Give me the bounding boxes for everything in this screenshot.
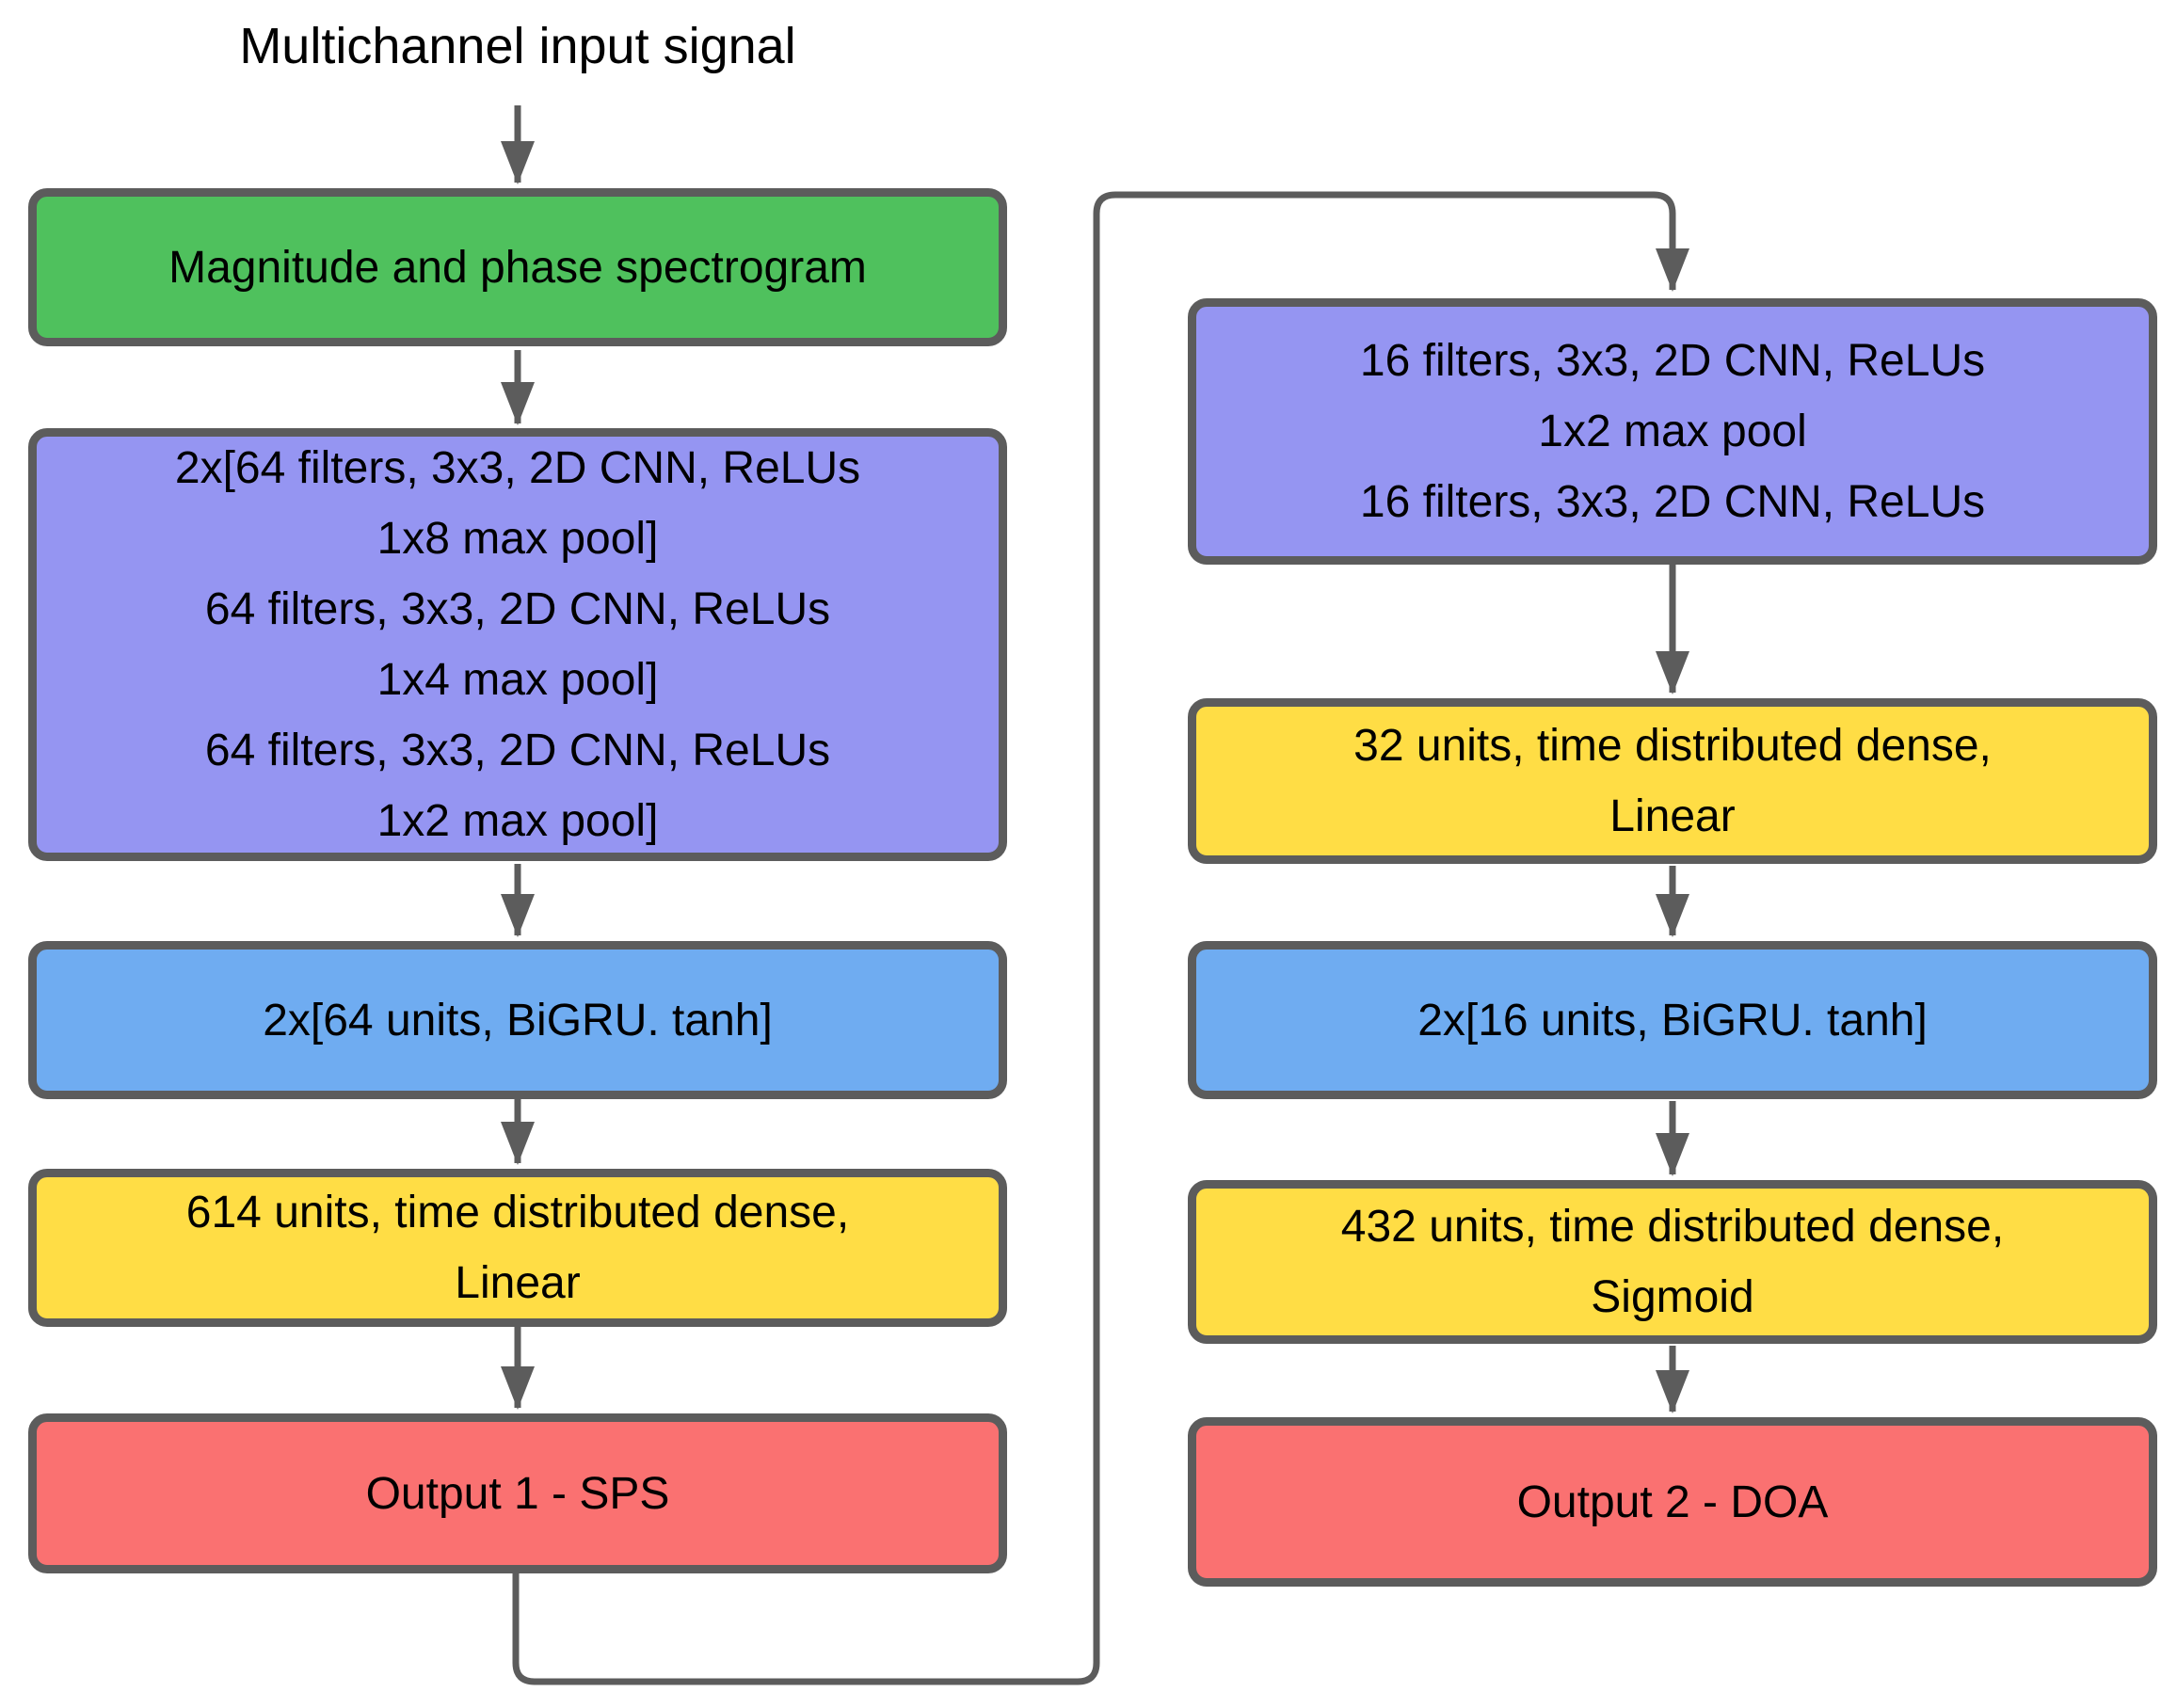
node-text-line: 16 filters, 3x3, 2D CNN, ReLUs [1359, 336, 1986, 386]
input-signal-label: Multichannel input signal [239, 18, 796, 74]
node-text-line: 1x8 max pool] [376, 514, 659, 564]
spectrogram-node: Magnitude and phase spectrogram [28, 188, 1007, 346]
doa-dense-sigmoid-node: 432 units, time distributed dense, Sigmo… [1188, 1180, 2157, 1344]
doa-output-node: Output 2 - DOA [1188, 1417, 2157, 1587]
node-text-line: 16 filters, 3x3, 2D CNN, ReLUs [1359, 477, 1986, 527]
node-text: Output 2 - DOA [1516, 1477, 1829, 1527]
node-text-line: 2x[64 filters, 3x3, 2D CNN, ReLUs [174, 443, 861, 493]
node-text-line: Linear [455, 1258, 581, 1308]
node-text: Magnitude and phase spectrogram [168, 242, 867, 293]
node-text-line: Linear [1609, 791, 1736, 841]
node-text-line: 1x4 max pool] [376, 655, 659, 705]
node-text-line: 1x2 max pool [1538, 407, 1807, 456]
sps-cnn-node: 2x[64 filters, 3x3, 2D CNN, ReLUs 1x8 ma… [28, 428, 1007, 861]
sps-dense-node: 614 units, time distributed dense, Linea… [28, 1169, 1007, 1327]
doa-cnn-node: 16 filters, 3x3, 2D CNN, ReLUs 1x2 max p… [1188, 298, 2157, 565]
doa-gru-node: 2x[16 units, BiGRU. tanh] [1188, 941, 2157, 1099]
node-text-line: 32 units, time distributed dense, [1353, 721, 1992, 771]
sps-to-doa-connector [512, 191, 1689, 1685]
node-text-line: 432 units, time distributed dense, [1340, 1202, 2005, 1252]
node-text-line: 64 filters, 3x3, 2D CNN, ReLUs [204, 726, 831, 775]
node-text-line: 614 units, time distributed dense, [185, 1188, 850, 1237]
node-text-line: Sigmoid [1591, 1272, 1754, 1322]
node-text-line: 1x2 max pool] [376, 796, 659, 846]
doa-dense-linear-node: 32 units, time distributed dense, Linear [1188, 698, 2157, 864]
node-text: 2x[16 units, BiGRU. tanh] [1417, 995, 1928, 1046]
sps-gru-node: 2x[64 units, BiGRU. tanh] [28, 941, 1007, 1099]
node-text-line: 64 filters, 3x3, 2D CNN, ReLUs [204, 584, 831, 634]
node-text: Output 1 - SPS [365, 1468, 670, 1519]
sps-output-node: Output 1 - SPS [28, 1413, 1007, 1573]
node-text: 2x[64 units, BiGRU. tanh] [263, 995, 773, 1046]
